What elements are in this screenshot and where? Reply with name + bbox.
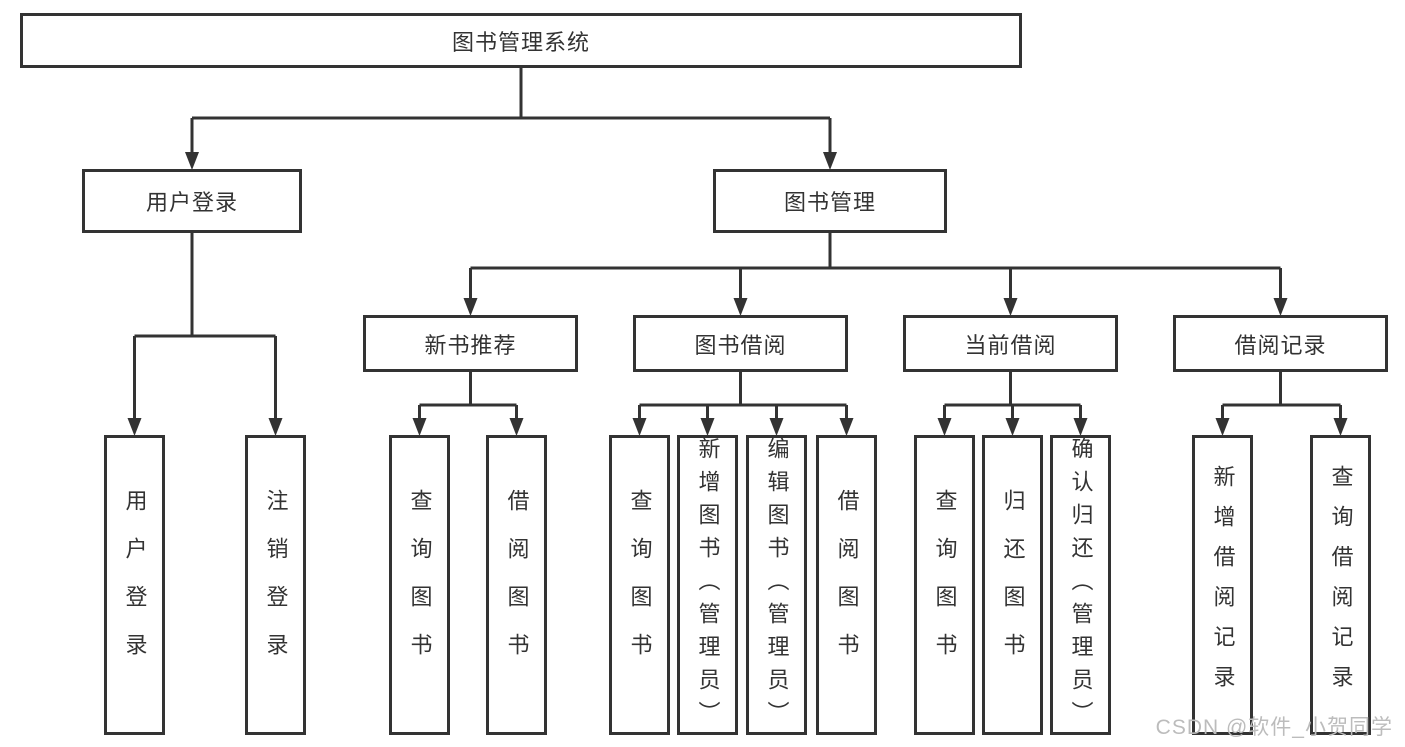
node-borrowing-records-label: 借阅记录 [1234,332,1327,358]
node-book-borrowing: 图书借阅 [633,315,848,372]
leaf-cb-return-books: 归还图书 [982,435,1043,735]
leaf-user-login: 用户登录 [104,435,165,735]
leaf-nb-query-books: 查询图书 [389,435,450,735]
node-new-book-recommend: 新书推荐 [363,315,578,372]
node-root-label: 图书管理系统 [451,29,590,55]
leaf-nb-borrow-books: 借阅图书 [486,435,547,735]
node-borrowing-records: 借阅记录 [1173,315,1388,372]
leaf-bb-edit-books-admin: 编辑图书（管理员） [746,435,807,735]
node-book-management-label: 图书管理 [783,190,876,215]
node-book-borrowing-label: 图书借阅 [694,332,787,358]
leaf-bb-add-books-admin: 新增图书（管理员） [677,435,738,735]
csdn-watermark: CSDN @软件_小贺同学 [1155,716,1393,739]
node-current-borrowing-label: 当前借阅 [964,332,1057,358]
leaf-bb-borrow-books: 借阅图书 [816,435,877,735]
leaf-br-query-borrow-record: 查询借阅记录 [1310,435,1371,735]
leaf-cb-confirm-return-admin: 确认归还（管理员） [1050,435,1111,735]
leaf-br-add-borrow-record: 新增借阅记录 [1192,435,1253,735]
leaf-logout-login: 注销登录 [245,435,306,735]
leaf-cb-query-books: 查询图书 [914,435,975,735]
leaf-bb-query-books: 查询图书 [609,435,670,735]
node-new-book-recommend-label: 新书推荐 [424,332,517,358]
node-user-login-label: 用户登录 [145,190,238,215]
node-root: 图书管理系统 [20,13,1022,68]
arrowheads [127,152,1348,436]
node-current-borrowing: 当前借阅 [903,315,1118,372]
node-user-login: 用户登录 [82,169,302,233]
node-book-management: 图书管理 [713,169,947,233]
